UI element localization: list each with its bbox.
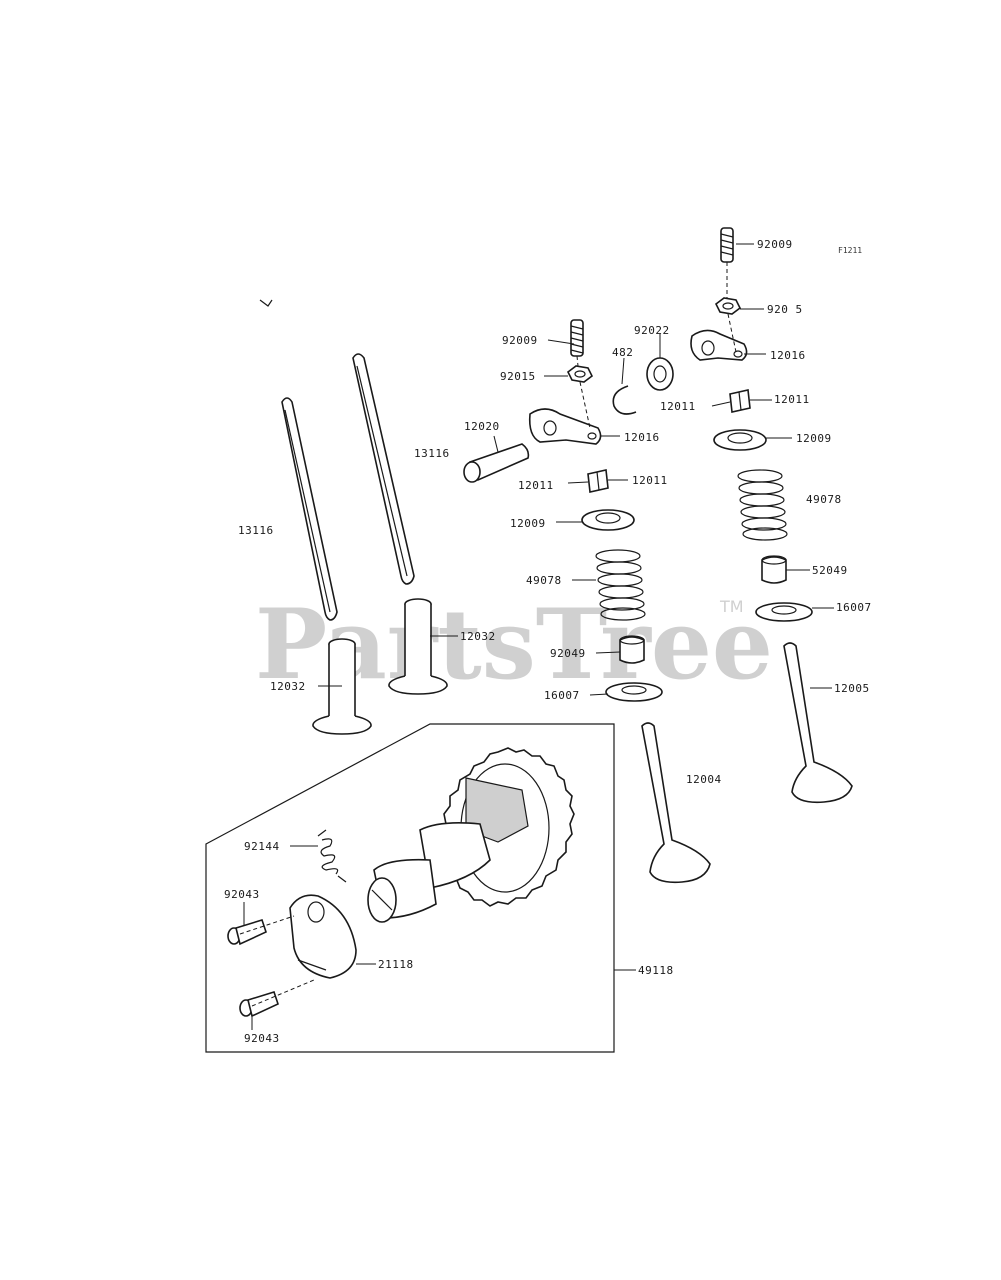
valve-intake[interactable] [641,722,711,884]
rocker-arm-right[interactable] [690,329,748,361]
callout-12011[interactable]: 12011 [518,479,554,492]
spring-seat-upper[interactable] [755,602,813,622]
callout-92009[interactable]: 92009 [502,334,538,347]
callout-12016[interactable]: 12016 [770,349,806,362]
bolt-92043-lower[interactable] [239,991,279,1018]
callout-52049[interactable]: 52049 [812,564,848,577]
callout-12011[interactable]: 12011 [660,400,696,413]
valve-spring-lower[interactable] [595,549,646,621]
collet-upper[interactable] [729,389,751,413]
callout-12020[interactable]: 12020 [464,420,500,433]
callout-13116[interactable]: 13116 [238,524,274,537]
watermark-tm: TM [719,597,744,616]
valve-exhaust[interactable] [783,642,853,804]
callout-92144[interactable]: 92144 [244,840,280,853]
callout-92049[interactable]: 92049 [550,647,586,660]
callout-92043[interactable]: 92043 [244,1032,280,1045]
callout-49118[interactable]: 49118 [638,964,674,977]
diagram-id: F1211 [838,246,862,255]
tappet-left[interactable] [312,638,372,735]
corner-mark-icon [259,299,273,307]
rocker-arm-left[interactable] [528,408,602,445]
callout-92022[interactable]: 92022 [634,324,670,337]
spring-retainer-upper[interactable] [713,429,767,451]
callout-13116[interactable]: 13116 [414,447,450,460]
callout-16007[interactable]: 16007 [836,601,872,614]
callout-12011[interactable]: 12011 [774,393,810,406]
circlip-482[interactable] [612,385,637,415]
callout-12011[interactable]: 12011 [632,474,668,487]
callout-16007[interactable]: 16007 [544,689,580,702]
callout-21118[interactable]: 21118 [378,958,414,971]
callout-12009[interactable]: 12009 [510,517,546,530]
push-rod-left[interactable] [281,397,338,621]
adjust-screw-right[interactable] [720,227,734,263]
callout-49078[interactable]: 49078 [526,574,562,587]
leader-lines [239,243,834,1030]
rocker-shaft[interactable] [463,443,530,483]
callout-12032[interactable]: 12032 [270,680,306,693]
washer-92022[interactable] [646,357,674,391]
callout-49078[interactable]: 49078 [806,493,842,506]
callout-12009[interactable]: 12009 [796,432,832,445]
lock-nut-left[interactable] [566,365,594,383]
callout-12032[interactable]: 12032 [460,630,496,643]
spring-seat-lower[interactable] [605,682,663,702]
adjust-screw-left[interactable] [570,319,584,357]
collet-lower[interactable] [587,469,609,493]
callout-482[interactable]: 482 [612,346,633,359]
callout-labels: 92009 920 5 92022 482 12016 92009 92015 … [224,238,872,1045]
callout-92009[interactable]: 92009 [757,238,793,251]
callout-12005[interactable]: 12005 [834,682,870,695]
valve-spring-upper[interactable] [737,469,788,541]
stem-seal-92049[interactable] [619,635,645,664]
lock-nut-right[interactable] [714,297,742,315]
spring-retainer-lower[interactable] [581,509,635,531]
callout-12016[interactable]: 12016 [624,431,660,444]
governor-spring-92144[interactable] [317,829,347,883]
callout-92015[interactable]: 92015 [500,370,536,383]
callout-92043[interactable]: 92043 [224,888,260,901]
callout-12004[interactable]: 12004 [686,773,722,786]
push-rod-right[interactable] [352,353,415,585]
callout-920-5[interactable]: 920 5 [767,303,803,316]
tappet-right[interactable] [388,598,448,695]
camshaft[interactable] [367,777,529,923]
weight-21118[interactable] [289,894,357,979]
stem-seal-52049[interactable] [761,555,787,584]
camshaft-group-box [205,723,615,1053]
